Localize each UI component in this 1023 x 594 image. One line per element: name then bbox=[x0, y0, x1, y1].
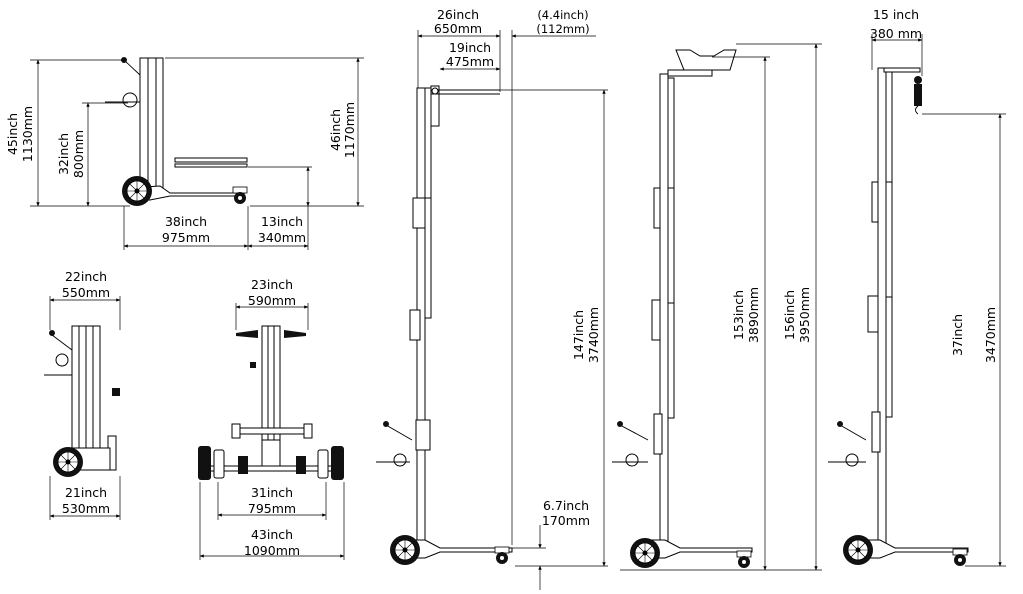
ext-overall-reach-mm-label: 650mm bbox=[434, 21, 482, 36]
cradle-height-mm-label: 3890mm bbox=[746, 287, 761, 343]
front-view: 23inch 590mm 31inch 795mm 43inch 1090mm bbox=[198, 277, 345, 560]
front-inner-width-mm-label: 795mm bbox=[248, 501, 296, 516]
side-height-overall-label: 45inch bbox=[5, 113, 20, 155]
rear-top-width-mm-label: 550mm bbox=[62, 285, 110, 300]
rear-base-width-label: 21inch bbox=[65, 485, 107, 500]
front-outer-width-mm-label: 1090mm bbox=[244, 543, 300, 558]
forks-extended-view: 26inch 650mm (4.4inch) (112mm) 19inch 47… bbox=[376, 7, 608, 590]
side-height-mast-label: 46inch bbox=[328, 109, 343, 151]
cradle-height-label: 153inch bbox=[731, 290, 746, 340]
hook-reach-mm-label: 380 mm bbox=[870, 26, 922, 41]
ext-fork-reach-label: 19inch bbox=[449, 40, 491, 55]
front-top-width-mm-label: 590mm bbox=[248, 293, 296, 308]
ext-min-height-label: 6.7inch bbox=[543, 498, 589, 513]
side-base-length-mm-label: 975mm bbox=[162, 230, 210, 245]
side-height-forks-label: 32inch bbox=[56, 133, 71, 175]
hook-reach-label: 15 inch bbox=[873, 7, 919, 22]
rear-top-width-label: 22inch bbox=[65, 269, 107, 284]
top-height-mm-label: 3950mm bbox=[797, 287, 812, 343]
ext-overall-reach-label: 26inch bbox=[437, 7, 479, 22]
rear-base-width-mm-label: 530mm bbox=[62, 501, 110, 516]
ext-fork-reach-mm-label: 475mm bbox=[446, 54, 494, 69]
rear-view: 22inch 550mm 21inch 530mm bbox=[44, 269, 121, 520]
front-inner-width-label: 31inch bbox=[251, 485, 293, 500]
side-height-mast-mm-label: 1170mm bbox=[342, 102, 357, 158]
side-base-length-label: 38inch bbox=[165, 214, 207, 229]
ext-min-height-mm-label: 170mm bbox=[542, 513, 590, 528]
hook-height-label: 37inch bbox=[950, 314, 965, 356]
front-outer-width-label: 43inch bbox=[251, 527, 293, 542]
hook-extended-view: 15 inch 380 mm 37inch 3470mm bbox=[828, 7, 1006, 567]
front-top-width-label: 23inch bbox=[251, 277, 293, 292]
side-fork-length-label: 13inch bbox=[261, 214, 303, 229]
ext-lift-height-mm-label: 3740mm bbox=[586, 307, 601, 363]
cradle-extended-view: 153inch 3890mm 156inch 3950mm bbox=[612, 43, 822, 571]
side-height-forks-mm-label: 800mm bbox=[71, 130, 86, 178]
hook-height-mm-label: 3470mm bbox=[983, 307, 998, 363]
side-fork-length-mm-label: 340mm bbox=[258, 230, 306, 245]
ext-offset-label: (4.4inch) bbox=[537, 8, 588, 22]
side-view-stowed: 45inch 1130mm 32inch 800mm 46inch 1170mm… bbox=[5, 57, 364, 250]
top-height-label: 156inch bbox=[782, 290, 797, 340]
ext-lift-height-label: 147inch bbox=[571, 310, 586, 360]
side-height-overall-mm-label: 1130mm bbox=[20, 106, 35, 162]
ext-offset-mm-label: (112mm) bbox=[536, 22, 589, 36]
